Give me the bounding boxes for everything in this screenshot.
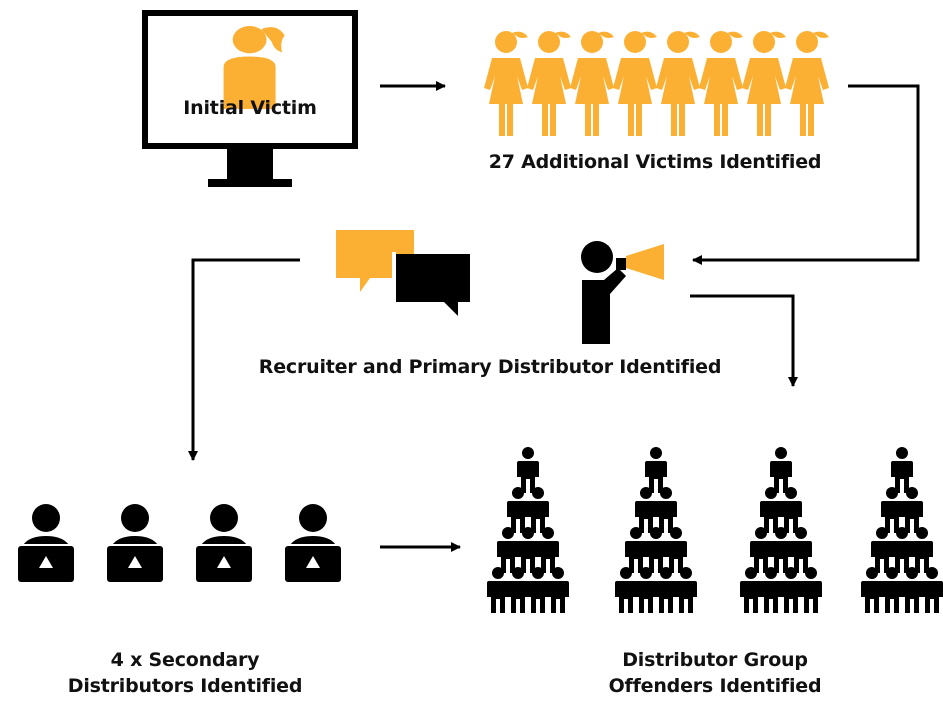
- girl-icon: [223, 26, 285, 109]
- label-group-line2: Offenders Identified: [608, 675, 822, 697]
- speech-bubble-icon: [336, 230, 470, 316]
- label-group-line1: Distributor Group: [622, 649, 808, 671]
- label-secondary-line1: 4 x Secondary: [110, 649, 260, 671]
- laptop-user-icon: [15, 504, 344, 584]
- connector-arrows: [188, 81, 920, 552]
- person-pyramid-icon: [487, 447, 943, 613]
- megaphone-person-icon: [581, 241, 664, 344]
- label-initial-victim: Initial Victim: [183, 97, 317, 119]
- girl-chain-icon: [484, 31, 829, 136]
- label-recruiter: Recruiter and Primary Distributor Identi…: [258, 356, 722, 378]
- label-secondary-line2: Distributors Identified: [67, 675, 303, 697]
- label-additional-victims: 27 Additional Victims Identified: [488, 151, 822, 173]
